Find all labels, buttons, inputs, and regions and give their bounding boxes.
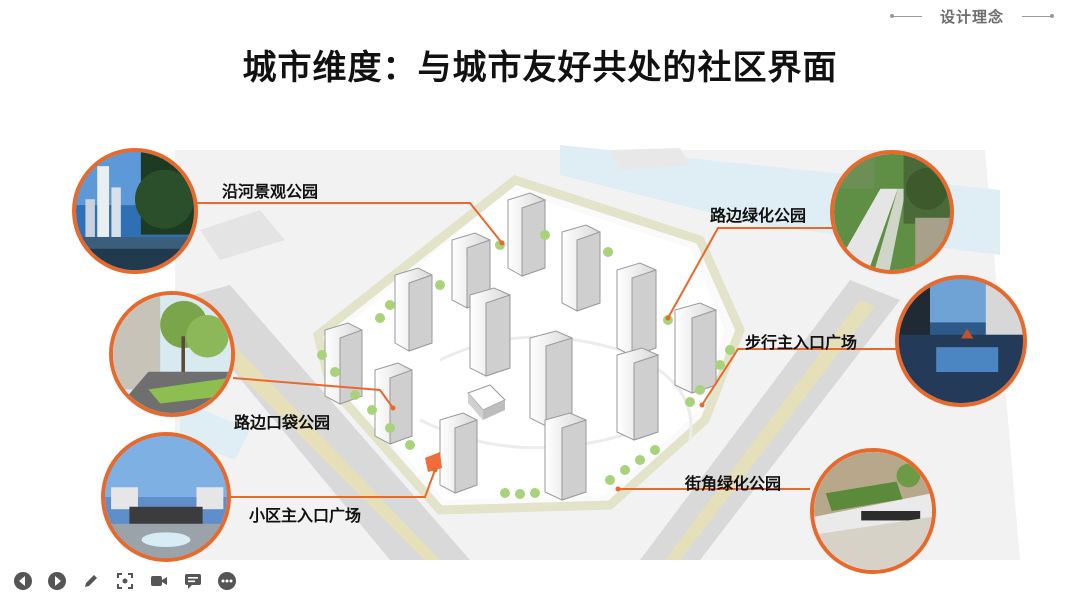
screenshot-icon[interactable]: [114, 570, 135, 591]
towers: [324, 192, 717, 501]
callout-corner-green-park: 街角绿化公园: [685, 474, 782, 493]
pedestrian-plaza-photo: [895, 275, 1027, 407]
main-entrance-plaza-photo: [101, 432, 231, 562]
more-icon[interactable]: [216, 570, 237, 591]
presentation-toolbar: [12, 570, 237, 591]
entrance-marker: [425, 452, 442, 472]
callout-pocket-park: 路边口袋公园: [234, 413, 331, 432]
camera-icon[interactable]: [148, 570, 169, 591]
tag-line-right: [1022, 14, 1054, 18]
callout-riverside-park: 沿河景观公园: [222, 182, 319, 201]
trees: [317, 230, 735, 499]
callout-pedestrian-plaza: 步行主入口广场: [745, 333, 858, 352]
clubhouse: [467, 384, 506, 420]
pocket-park-photo: [109, 291, 235, 417]
corner-green-park-photo: [810, 448, 936, 574]
road-west: [175, 285, 470, 560]
slide-title: 城市维度：与城市友好共处的社区界面: [242, 48, 838, 88]
pen-icon[interactable]: [80, 570, 101, 591]
section-tag: 设计理念: [889, 6, 1054, 27]
section-tag-label: 设计理念: [939, 8, 1004, 26]
tag-line-left: [889, 14, 922, 18]
previous-icon[interactable]: [12, 570, 33, 591]
callout-main-entrance-plaza: 小区主入口广场: [249, 506, 362, 525]
roadside-green-park-photo: [830, 150, 954, 274]
leader-lines: [184, 202, 898, 498]
comment-icon[interactable]: [182, 570, 203, 591]
next-icon[interactable]: [46, 570, 67, 591]
riverside-park-photo: [72, 148, 198, 274]
callout-roadside-green-park: 路边绿化公园: [710, 206, 807, 225]
